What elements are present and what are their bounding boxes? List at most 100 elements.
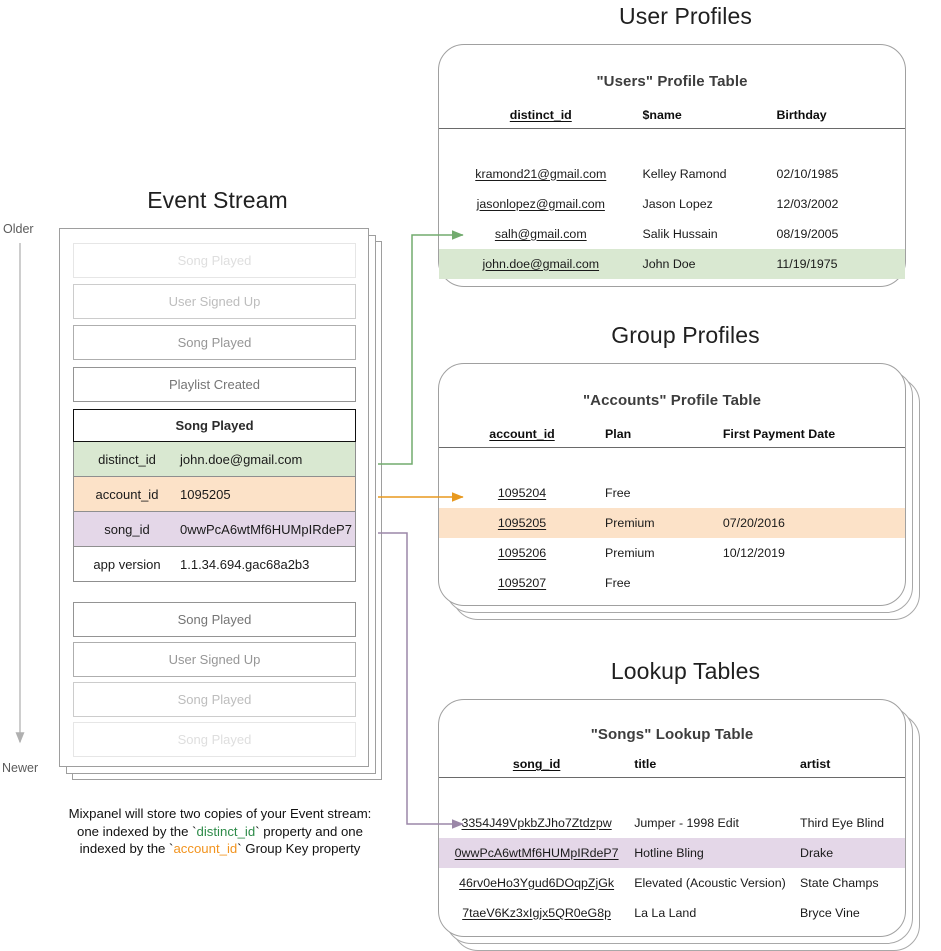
table-row[interactable]: 7taeV6Kz3xIgjx5QR0eG8p La La Land Bryce … <box>439 898 905 928</box>
focused-event-name: Song Played <box>73 409 356 442</box>
event-card-below-1[interactable]: User Signed Up <box>73 642 356 677</box>
users-cell-distinct-id: salh@gmail.com <box>494 226 587 241</box>
event-label: Song Played <box>177 692 252 707</box>
event-label: Song Played <box>177 335 252 350</box>
songs-panel-body: "Songs" Lookup Table song_id title artis… <box>438 699 906 937</box>
users-cell-name: Salik Hussain <box>642 226 718 241</box>
songs-cell-song-id: 0wwPcA6wtMf6HUMpIRdeP7 <box>439 837 635 868</box>
users-table: distinct_id $name Birthday kramond21@gma… <box>439 108 905 279</box>
table-row-highlighted[interactable]: john.doe@gmail.com John Doe 11/19/1975 <box>439 248 905 279</box>
event-property-app-version: app version 1.1.34.694.gac68a2b3 <box>73 547 356 582</box>
users-cell-birthday: 08/19/2005 <box>776 226 839 241</box>
users-table-title: "Users" Profile Table <box>596 73 748 90</box>
caption-line-2-prefix: one indexed by the ` <box>77 823 197 839</box>
songs-table: song_id title artist 3354J49VpkbZJho7Ztd… <box>439 757 905 928</box>
table-row[interactable]: jasonlopez@gmail.com Jason Lopez 12/03/2… <box>439 189 905 219</box>
table-row-highlighted[interactable]: 1095205 Premium 07/20/2016 <box>439 507 905 538</box>
songs-cell-song-id: 46rv0eHo3Ygud6DOqpZjGk <box>459 875 615 890</box>
accounts-table-header-row: account_id Plan First Payment Date <box>439 427 905 448</box>
accounts-cell-plan: Premium <box>605 507 723 538</box>
users-cell-birthday: 02/10/1985 <box>776 166 839 181</box>
accounts-cell-first-payment-date <box>723 478 905 508</box>
table-row[interactable]: kramond21@gmail.com Kelley Ramond 02/10/… <box>439 159 905 189</box>
event-label: Playlist Created <box>168 377 261 392</box>
accounts-col-first-payment-date: First Payment Date <box>722 427 905 448</box>
accounts-cell-account-id: 1095207 <box>497 575 547 590</box>
event-card-below-3[interactable]: Song Played <box>73 722 356 757</box>
event-property-distinct-id: distinct_id john.doe@gmail.com <box>73 442 356 477</box>
table-row-highlighted[interactable]: 0wwPcA6wtMf6HUMpIRdeP7 Hotline Bling Dra… <box>439 837 905 868</box>
users-cell-distinct-id: jasonlopez@gmail.com <box>476 196 605 211</box>
table-row[interactable]: 1095206 Premium 10/12/2019 <box>439 538 905 568</box>
caption-line-3: indexed by the `account_id` Group Key pr… <box>35 840 405 858</box>
caption-line-2: one indexed by the `distinct_id` propert… <box>35 823 405 841</box>
users-cell-name: Jason Lopez <box>642 196 713 211</box>
accounts-panel-body: "Accounts" Profile Table account_id Plan… <box>438 363 906 606</box>
songs-cell-title: La La Land <box>634 905 697 920</box>
timeline-newer-label: Newer <box>2 761 39 775</box>
event-label: Song Played <box>177 612 252 627</box>
caption-line-3-prefix: indexed by the ` <box>79 841 174 856</box>
table-row[interactable]: salh@gmail.com Salik Hussain 08/19/2005 <box>439 219 905 249</box>
caption-line-2-suffix: ` property and one <box>255 823 363 839</box>
caption-line-1: Mixpanel will store two copies of your E… <box>68 806 372 821</box>
event-label: User Signed Up <box>168 652 261 667</box>
accounts-cell-plan: Premium <box>605 545 655 560</box>
users-cell-birthday: 12/03/2002 <box>776 196 839 211</box>
caption-token-account-id: account_id <box>173 841 238 856</box>
event-property-song-id: song_id 0wwPcA6wtMf6HUMpIRdeP7 <box>73 512 356 547</box>
focused-event-name-text: Song Played <box>175 418 254 433</box>
accounts-table-title: "Accounts" Profile Table <box>582 392 762 409</box>
users-col-birthday: Birthday <box>776 108 905 129</box>
group-profiles-title: Group Profiles <box>611 322 760 348</box>
songs-col-title: title <box>634 757 801 778</box>
timeline-older-label: Older <box>3 222 34 236</box>
songs-cell-artist: Third Eye Blind <box>800 815 885 830</box>
table-row[interactable]: 3354J49VpkbZJho7Ztdzpw Jumper - 1998 Edi… <box>439 808 905 838</box>
event-property-account-id: account_id 1095205 <box>73 477 356 512</box>
songs-table-header-row: song_id title artist <box>439 757 905 778</box>
accounts-table: account_id Plan First Payment Date 10952… <box>439 427 905 598</box>
accounts-cell-account-id: 1095206 <box>497 545 547 560</box>
table-row[interactable]: 1095207 Free <box>439 568 905 598</box>
event-card-above-2[interactable]: Song Played <box>73 325 356 360</box>
event-property-key: song_id <box>104 521 150 537</box>
users-panel-body: "Users" Profile Table distinct_id $name … <box>438 44 906 287</box>
songs-col-artist: artist <box>800 757 905 778</box>
event-label: Song Played <box>177 732 252 747</box>
caption-text: Mixpanel will store two copies of your E… <box>35 805 405 858</box>
songs-table-title: "Songs" Lookup Table <box>590 726 754 743</box>
caption-line-3-suffix: ` Group Key property <box>237 841 361 856</box>
songs-cell-title: Elevated (Acoustic Version) <box>634 875 786 890</box>
songs-cell-artist: Drake <box>800 837 905 868</box>
users-col-name: $name <box>642 108 777 129</box>
accounts-cell-first-payment-date <box>723 568 905 598</box>
users-cell-distinct-id: kramond21@gmail.com <box>475 166 607 181</box>
songs-cell-song-id: 7taeV6Kz3xIgjx5QR0eG8p <box>462 905 611 920</box>
event-property-value: 0wwPcA6wtMf6HUMpIRdeP7 <box>180 521 352 537</box>
users-table-header-row: distinct_id $name Birthday <box>439 108 905 129</box>
event-label: User Signed Up <box>168 294 261 309</box>
event-card-above-3[interactable]: Playlist Created <box>73 367 356 402</box>
accounts-col-account-id: account_id <box>439 427 606 448</box>
event-property-value: 1.1.34.694.gac68a2b3 <box>180 556 310 572</box>
lookup-tables-panel: "Songs" Lookup Table song_id title artis… <box>438 699 941 951</box>
table-row[interactable]: 1095204 Free <box>439 478 905 508</box>
accounts-cell-plan: Free <box>605 485 631 500</box>
caption-token-distinct-id: distinct_id <box>196 823 256 839</box>
focused-event-card[interactable]: Song Played distinct_id john.doe@gmail.c… <box>73 409 356 582</box>
songs-cell-song-id: 3354J49VpkbZJho7Ztdzpw <box>461 815 612 830</box>
event-card-below-2[interactable]: Song Played <box>73 682 356 717</box>
event-property-key: app version <box>93 556 161 572</box>
table-row[interactable]: 46rv0eHo3Ygud6DOqpZjGk Elevated (Acousti… <box>439 868 905 898</box>
accounts-cell-first-payment-date: 07/20/2016 <box>722 507 905 538</box>
event-card-above-1[interactable]: User Signed Up <box>73 284 356 319</box>
event-card-below-0[interactable]: Song Played <box>73 602 356 637</box>
users-col-distinct-id: distinct_id <box>439 108 643 129</box>
users-cell-name: John Doe <box>642 248 777 279</box>
event-card-above-0[interactable]: Song Played <box>73 243 356 278</box>
songs-col-song-id: song_id <box>439 757 635 778</box>
event-label: Song Played <box>177 253 252 268</box>
group-profiles-panel: "Accounts" Profile Table account_id Plan… <box>438 363 941 620</box>
